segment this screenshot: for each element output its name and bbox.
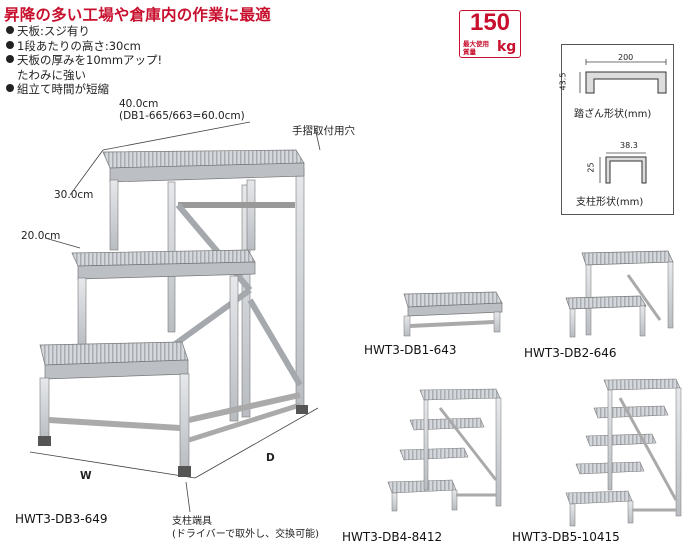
top-width-note: (DB1-665/663=60.0cm) — [119, 110, 245, 122]
width-axis-label: W — [80, 470, 92, 482]
bullet-icon — [6, 55, 14, 63]
top-width-dim: 40.0cm — [119, 98, 159, 110]
max-load-badge: 150 最大使用 質量 kg — [459, 9, 521, 58]
feature-item: たわみに強い — [17, 67, 86, 82]
post-profile-label: 支柱形状(mm) — [576, 197, 644, 208]
step-height-dim: 30.0cm — [54, 189, 94, 201]
db4-drawing — [387, 388, 502, 512]
model-label-db1: HWT3-DB1-643 — [364, 343, 457, 357]
feature-item: 天板:スジ有り — [6, 24, 162, 39]
post-width-dim: 38.3 — [620, 141, 638, 150]
bullet-icon — [6, 84, 14, 92]
profile-box: 200 43.5 踏ざん形状(mm) 38.3 25 支柱形状(mm) — [558, 44, 674, 215]
bullet-icon — [6, 26, 14, 34]
max-load-unit: kg — [497, 39, 517, 55]
max-load-value: 150 — [469, 9, 511, 36]
feature-item: 1段あたりの高さ:30cm — [6, 39, 162, 54]
profile-drawing — [579, 59, 667, 184]
tread-width-dim: 200 — [618, 53, 634, 62]
main-model-label: HWT3-DB3-649 — [15, 512, 108, 526]
db1-drawing — [403, 291, 503, 337]
handrail-hole-label: 手摺取付用穴 — [292, 125, 355, 137]
foot-cap-label: 支柱端具 — [172, 516, 212, 527]
db2-drawing — [565, 250, 674, 338]
feature-list: 天板:スジ有り 1段あたりの高さ:30cm 天板の厚みを10mmアップ! たわみ… — [6, 24, 162, 97]
foot-cap-note: (ドライバーで取外し、交換可能) — [172, 529, 320, 540]
bullet-icon — [6, 40, 14, 49]
model-label-db4: HWT3-DB4-8412 — [342, 530, 443, 544]
model-label-db2: HWT3-DB2-646 — [524, 346, 617, 360]
db5-drawing — [565, 378, 682, 527]
max-load-caption: 最大使用 質量 — [463, 40, 489, 56]
tread-profile-label: 踏ざん形状(mm) — [574, 109, 652, 120]
feature-item: 組立て時間が短縮 — [6, 82, 162, 97]
feature-item: 天板の厚みを10mmアップ! — [6, 53, 162, 68]
step-depth-dim: 20.0cm — [21, 230, 61, 242]
model-label-db5: HWT3-DB5-10415 — [512, 530, 620, 544]
depth-axis-label: D — [266, 452, 275, 464]
headline: 昇降の多い工場や倉庫内の作業に最適 — [4, 6, 271, 24]
